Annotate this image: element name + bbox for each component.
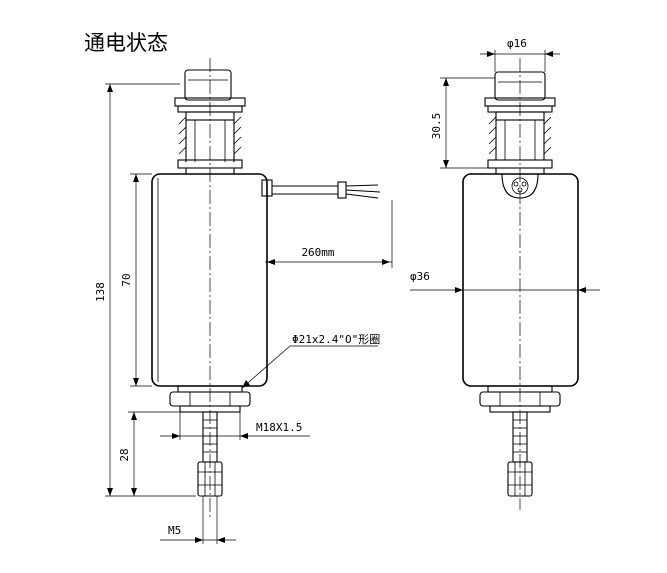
shaft-length-label: 28 [118, 448, 131, 461]
body-diameter-label: φ36 [410, 270, 430, 283]
oring-label: Φ21x2.4"O"形圈 [292, 333, 380, 346]
side-dimensions: φ16 30.5 φ36 [410, 37, 600, 293]
thread-label: M18X1.5 [256, 421, 302, 434]
top-height-label: 30.5 [430, 113, 443, 140]
front-dimensions: 138 70 28 260mm Φ21x2.4"O"形圈 M18X1.5 [94, 83, 393, 544]
top-diameter-label: φ16 [507, 37, 527, 50]
side-view [462, 58, 579, 510]
overall-length-label: 138 [94, 282, 107, 302]
cable-length-label: 260mm [301, 246, 334, 259]
front-view [151, 58, 381, 520]
end-thread-label: M5 [168, 524, 181, 537]
body-length-label: 70 [120, 273, 133, 286]
drawing-title: 通电状态 [84, 31, 168, 55]
